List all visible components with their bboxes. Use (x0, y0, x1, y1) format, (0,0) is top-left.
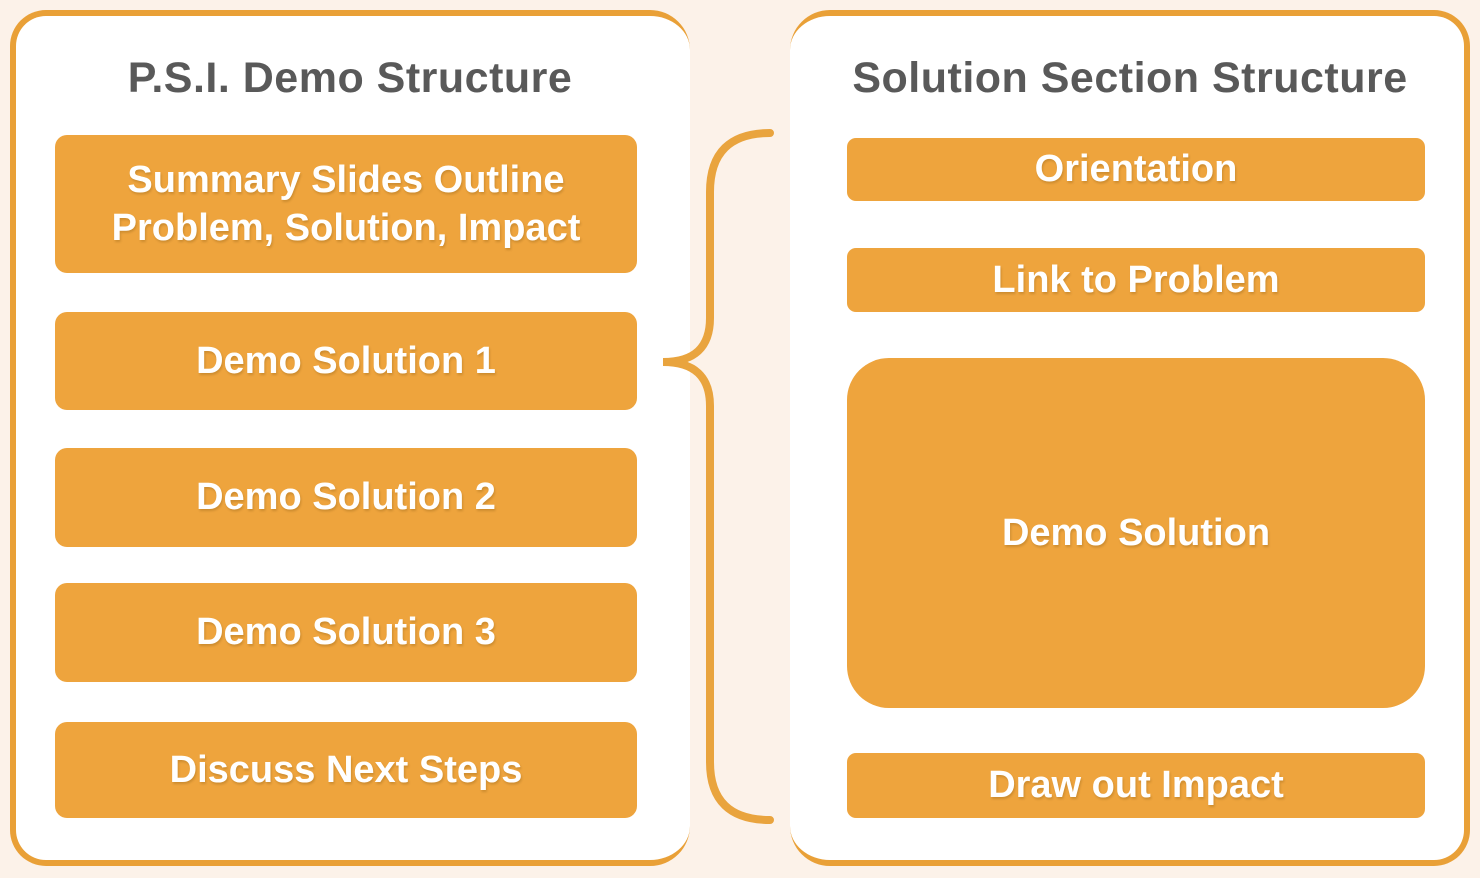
left-panel-title: P.S.I. Demo Structure (127, 54, 573, 102)
flow-box-demo-solution-1: Demo Solution 1 (55, 312, 637, 410)
flow-box-orientation: Orientation (847, 138, 1425, 201)
right-panel-title: Solution Section Structure (852, 54, 1408, 102)
flow-box-demo-solution: Demo Solution (847, 358, 1425, 708)
flow-box-demo-solution-3: Demo Solution 3 (55, 583, 637, 682)
flow-box-link-to-problem: Link to Problem (847, 248, 1425, 312)
flow-box-draw-out-impact: Draw out Impact (847, 753, 1425, 818)
flow-box-summary-slides: Summary Slides Outline Problem, Solution… (55, 135, 637, 273)
flow-box-discuss-next-steps: Discuss Next Steps (55, 722, 637, 818)
flow-box-demo-solution-2: Demo Solution 2 (55, 448, 637, 547)
